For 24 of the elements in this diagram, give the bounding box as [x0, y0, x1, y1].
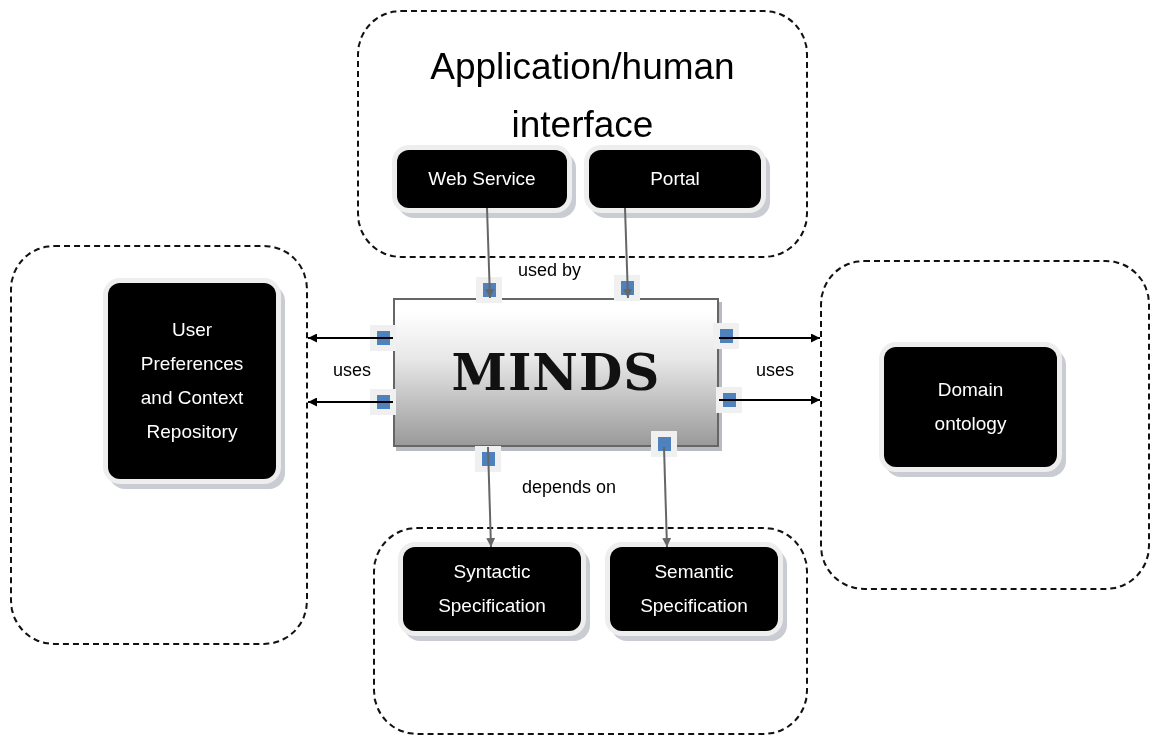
arrow	[623, 207, 633, 299]
relation-label: used by	[518, 260, 582, 281]
arrow	[485, 207, 495, 299]
dashed-group	[820, 260, 1150, 590]
relation-label: uses	[333, 360, 372, 381]
component-label: Web Service	[428, 167, 536, 191]
relation-label: uses	[756, 360, 795, 381]
system-name: MINDS	[451, 343, 661, 402]
arrow	[718, 333, 821, 343]
arrow	[718, 395, 821, 405]
component-label: Semantic Specification	[639, 560, 749, 618]
component-label: Syntactic Specification	[437, 560, 547, 618]
relation-label: depends on	[522, 477, 617, 498]
arrow	[307, 333, 394, 343]
arrow	[307, 397, 394, 407]
component-label: User Preferences and Context Repository	[139, 318, 245, 444]
group-heading: Application/human interface	[429, 45, 736, 147]
dashed-group	[373, 527, 808, 735]
dashed-group	[357, 10, 808, 258]
component-label: Domain ontology	[933, 378, 1008, 436]
dashed-group	[10, 245, 308, 645]
arrow	[486, 446, 496, 548]
component-label: Portal	[650, 167, 700, 191]
arrow	[662, 446, 672, 548]
